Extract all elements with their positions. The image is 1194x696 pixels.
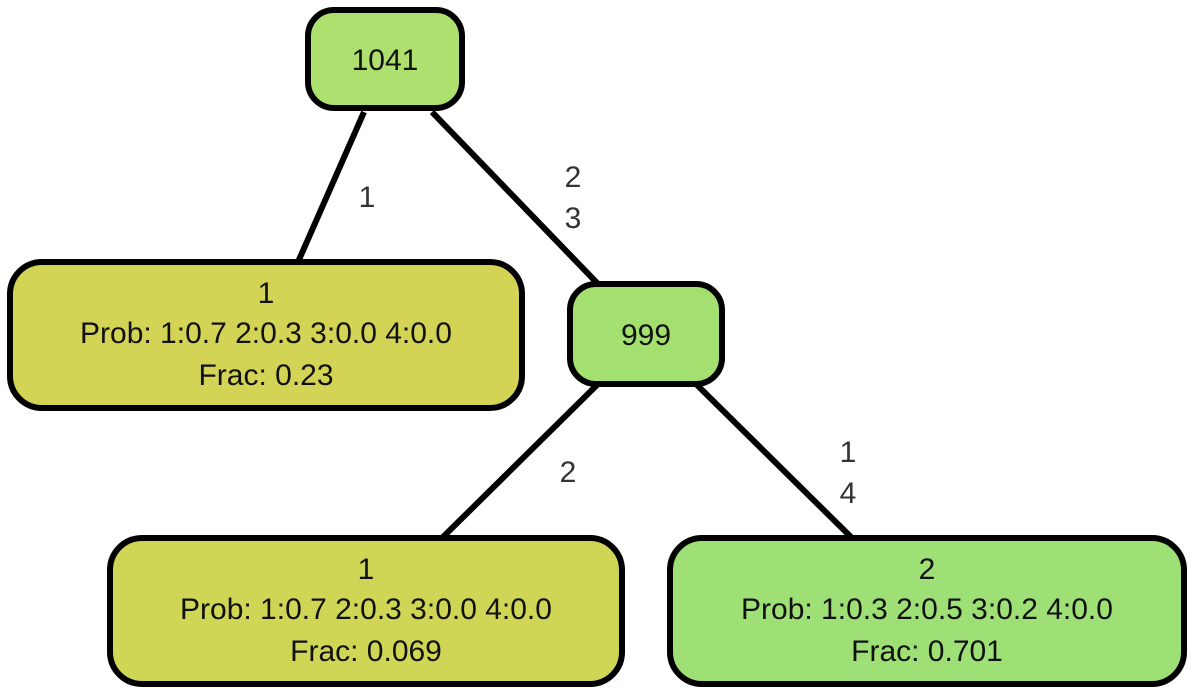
node-leaf-bottom-right-frac: Frac: 0.701 — [851, 635, 1003, 668]
edge-root-to-mid — [429, 109, 603, 289]
node-root-label: 1041 — [352, 44, 419, 77]
edge-label-mid-to-leaf-bottom-right-line-1: 1 — [840, 436, 857, 469]
node-leaf-left-prob: Prob: 1:0.7 2:0.3 3:0.0 4:0.0 — [80, 317, 452, 350]
edge-mid-to-leaf-bottom-left — [439, 381, 601, 541]
node-leaf-bottom-right-prob: Prob: 1:0.3 2:0.5 3:0.2 4:0.0 — [741, 593, 1113, 626]
node-leaf-bottom-left: 1 Prob: 1:0.7 2:0.3 3:0.0 4:0.0 Frac: 0.… — [107, 535, 625, 687]
node-leaf-left: 1 Prob: 1:0.7 2:0.3 3:0.0 4:0.0 Frac: 0.… — [7, 259, 525, 411]
node-leaf-bottom-left-box — [107, 535, 625, 687]
edge-label-root-to-leaf-left: 1 — [359, 181, 376, 214]
node-mid-label: 999 — [621, 319, 671, 352]
node-root-box — [305, 7, 465, 111]
node-leaf-left-frac: Frac: 0.23 — [198, 359, 333, 392]
node-leaf-bottom-right-box — [667, 535, 1187, 687]
node-root: 1041 — [305, 7, 465, 111]
node-mid: 999 — [567, 281, 725, 387]
node-leaf-bottom-right-class: 2 — [919, 553, 936, 586]
node-mid-box — [567, 281, 725, 387]
edge-label-mid-to-leaf-bottom-left: 2 — [560, 456, 577, 489]
edge-label-mid-to-leaf-bottom-right-line-2: 4 — [840, 477, 857, 510]
edge-root-to-leaf-left — [295, 110, 367, 264]
edge-label-root-to-mid-line-1: 2 — [565, 161, 582, 194]
node-leaf-left-box — [7, 259, 525, 411]
node-leaf-bottom-left-prob: Prob: 1:0.7 2:0.3 3:0.0 4:0.0 — [180, 593, 552, 626]
edge-mid-to-leaf-bottom-right — [693, 381, 855, 541]
node-leaf-bottom-left-class: 1 — [358, 553, 375, 586]
node-leaf-bottom-right: 2 Prob: 1:0.3 2:0.5 3:0.2 4:0.0 Frac: 0.… — [667, 535, 1187, 687]
node-leaf-left-class: 1 — [258, 277, 275, 310]
node-leaf-bottom-left-frac: Frac: 0.069 — [290, 635, 442, 668]
edge-label-root-to-mid-line-2: 3 — [565, 202, 582, 235]
